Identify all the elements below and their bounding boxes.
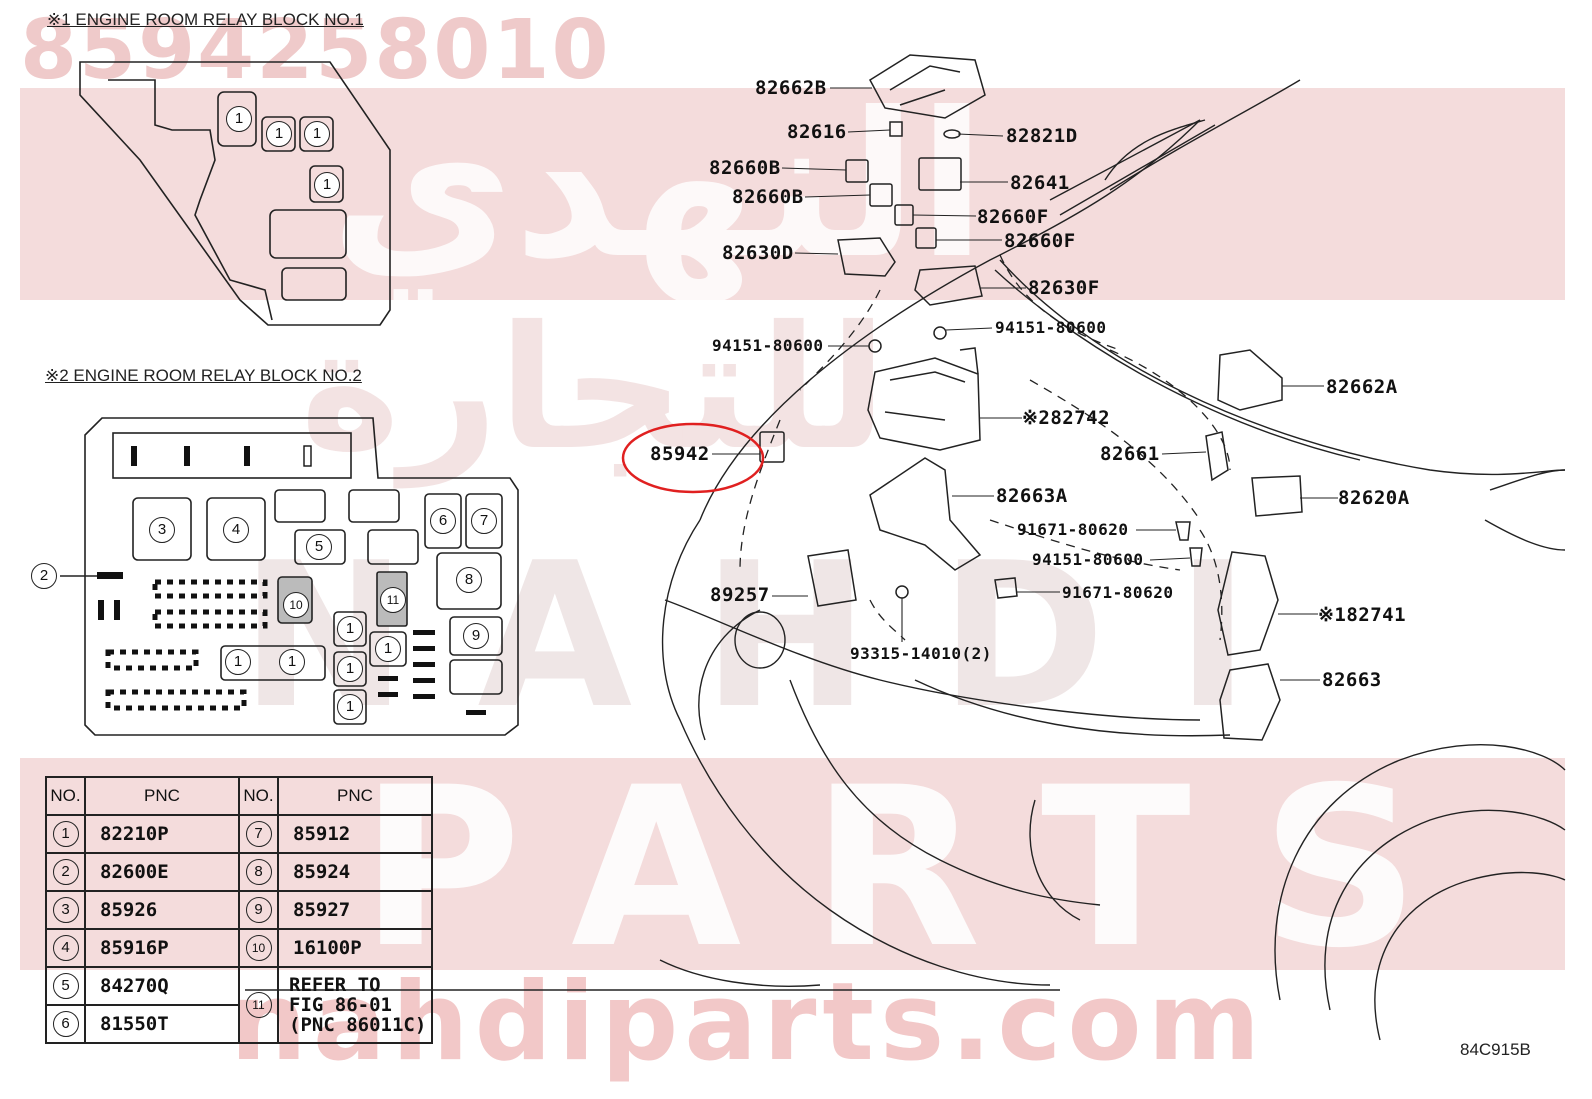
part-label: 82663A — [996, 485, 1068, 507]
part-label: 94151-80600 — [995, 318, 1107, 337]
column-header-no: NO. — [238, 776, 279, 816]
part-label: 91671-80620 — [1017, 520, 1129, 539]
block2-marker: 6 — [430, 508, 456, 534]
part-label: 82663 — [1322, 669, 1382, 691]
block2-marker: 3 — [149, 517, 175, 543]
pnc-value: 85916P — [84, 928, 240, 968]
row-number: 2 — [52, 859, 79, 885]
pnc-value: 85924 — [277, 852, 433, 892]
part-label: 94151-80600 — [712, 336, 824, 355]
part-label: 82821D — [1006, 125, 1078, 147]
watermark-latin-mid: NAHDI — [240, 520, 1320, 753]
part-label: 82630D — [722, 242, 794, 264]
row-number: 11 — [245, 992, 272, 1018]
table-header-row: NO. PNC NO. PNC — [45, 776, 433, 816]
block2-marker: 1 — [337, 616, 363, 642]
row-number: 10 — [245, 935, 272, 961]
part-label: 82661 — [1100, 443, 1160, 465]
block1-marker: 1 — [266, 121, 292, 147]
part-label: 93315-14010(2) — [850, 644, 992, 663]
block2-marker: 4 — [223, 517, 249, 543]
pnc-table: NO. PNC NO. PNC 1 82210P 7 85912 2 82600… — [45, 776, 433, 1044]
figure-code: 84C915B — [1460, 1040, 1531, 1059]
block2-marker: 10 — [283, 592, 309, 618]
column-header-pnc: PNC — [84, 776, 240, 816]
column-header-pnc: PNC — [277, 776, 433, 816]
block2-marker: 5 — [306, 534, 332, 560]
watermark-part-number: 8594258010 — [20, 3, 611, 98]
block2-marker: 1 — [337, 694, 363, 720]
pnc-refer-note: REFER TO FIG 86-01 (PNC 86011C) — [277, 966, 433, 1044]
part-label: 82641 — [1010, 172, 1070, 194]
table-row: 1 82210P 7 85912 — [45, 814, 433, 854]
part-label: 82620A — [1338, 487, 1410, 509]
part-label: 82660F — [977, 206, 1049, 228]
part-label: 94151-80600 — [1032, 550, 1144, 569]
part-label: 82630F — [1028, 277, 1100, 299]
refer-line: REFER TO — [289, 974, 381, 996]
row-number: 8 — [245, 859, 272, 885]
table-row: 4 85916P 10 16100P — [45, 928, 433, 968]
watermark-latin-low: PARTS — [360, 740, 1490, 996]
part-label: 82616 — [787, 121, 847, 143]
part-label: 82662B — [755, 77, 827, 99]
block2-marker: 7 — [471, 508, 497, 534]
row-number: 6 — [52, 1011, 79, 1037]
part-label: 89257 — [710, 584, 770, 606]
row-number: 4 — [52, 935, 79, 961]
pnc-value: 82600E — [84, 852, 240, 892]
pnc-value: 84270Q — [84, 966, 240, 1006]
part-label: 82662A — [1326, 376, 1398, 398]
watermark-arabic-mid: للتجارة — [300, 290, 888, 488]
block1-marker: 1 — [304, 121, 330, 147]
part-label: ※182741 — [1318, 604, 1407, 626]
block1-marker: 1 — [226, 106, 252, 132]
pnc-value: 85926 — [84, 890, 240, 930]
row-number: 3 — [52, 897, 79, 923]
block2-marker: 1 — [279, 649, 305, 675]
block2-marker: 1 — [375, 636, 401, 662]
part-label-highlighted: 85942 — [650, 443, 710, 465]
row-number: 9 — [245, 897, 272, 923]
table-row: 6 81550T — [45, 1004, 432, 1044]
block1-title: ※1 ENGINE ROOM RELAY BLOCK NO.1 — [47, 10, 364, 29]
block2-marker: 8 — [456, 567, 482, 593]
pnc-value: 82210P — [84, 814, 240, 854]
row-number: 7 — [245, 821, 272, 847]
table-row: 3 85926 9 85927 — [45, 890, 433, 930]
table-row: 2 82600E 8 85924 — [45, 852, 433, 892]
pnc-value: 85912 — [277, 814, 433, 854]
part-label: 82660B — [709, 157, 781, 179]
pnc-value: 85927 — [277, 890, 433, 930]
part-label: 82660B — [732, 186, 804, 208]
refer-line: FIG 86-01 — [289, 994, 392, 1016]
watermark-arabic-top: النهدي — [330, 70, 987, 303]
block2-marker: 11 — [380, 587, 406, 613]
part-label: ※282742 — [1022, 407, 1111, 429]
table-row: 5 84270Q 11 REFER TO FIG 86-01 (PNC 8601… — [45, 966, 433, 1044]
block2-marker: 2 — [31, 563, 57, 589]
block2-marker: 1 — [225, 649, 251, 675]
block2-marker: 1 — [337, 656, 363, 682]
block2-marker: 9 — [463, 623, 489, 649]
refer-line: (PNC 86011C) — [289, 1014, 427, 1036]
block2-title: ※2 ENGINE ROOM RELAY BLOCK NO.2 — [45, 366, 362, 385]
part-label: 91671-80620 — [1062, 583, 1174, 602]
row-number: 1 — [52, 821, 79, 847]
row-number: 5 — [52, 973, 79, 999]
pnc-value: 16100P — [277, 928, 433, 968]
pnc-value: 81550T — [84, 1004, 240, 1044]
part-label: 82660F — [1004, 230, 1076, 252]
block1-marker: 1 — [314, 172, 340, 198]
column-header-no: NO. — [45, 776, 86, 816]
